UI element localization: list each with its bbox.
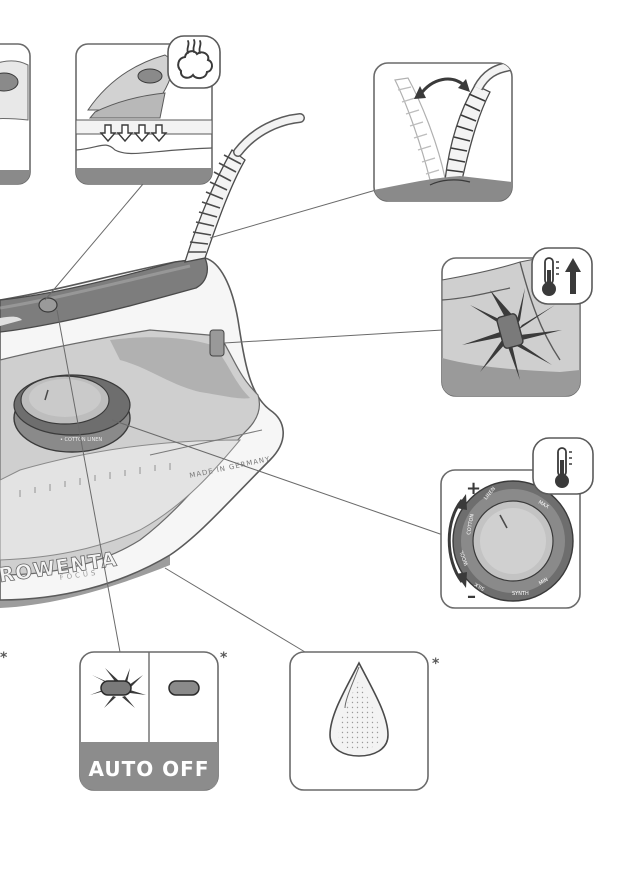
iron-thermostat-dial[interactable]: • COTTON LINEN (14, 375, 130, 452)
auto-off-label: AUTO OFF (88, 757, 209, 781)
dial-label-synth: SYNTH (512, 591, 529, 597)
steam-button[interactable] (39, 298, 57, 312)
soleplate-panel (290, 652, 428, 790)
iron-body: MADE IN GERMANY (0, 118, 300, 608)
dial-plus: + (466, 478, 481, 499)
cord-pivot-panel (374, 63, 512, 201)
auto-off-light-off (169, 681, 199, 695)
auto-off-panel: AUTO OFF (80, 652, 218, 790)
steam-panel (76, 36, 220, 184)
thermometer-icon (533, 438, 593, 494)
left-partial-panel (0, 44, 30, 184)
thermostat-light (210, 330, 224, 356)
thermometer-up-icon (532, 248, 592, 304)
thermostat-light-panel (442, 248, 592, 396)
asterisk-left: * (0, 650, 8, 666)
steam-burst-icon (168, 36, 220, 88)
dial-minus: – (467, 586, 476, 607)
asterisk-auto-off: * (220, 650, 228, 666)
thermostat-dial-panel: MAX MIN LINEN COTTON WOOL SILK SYNTH + – (441, 438, 593, 608)
asterisk-soleplate: * (432, 656, 440, 672)
